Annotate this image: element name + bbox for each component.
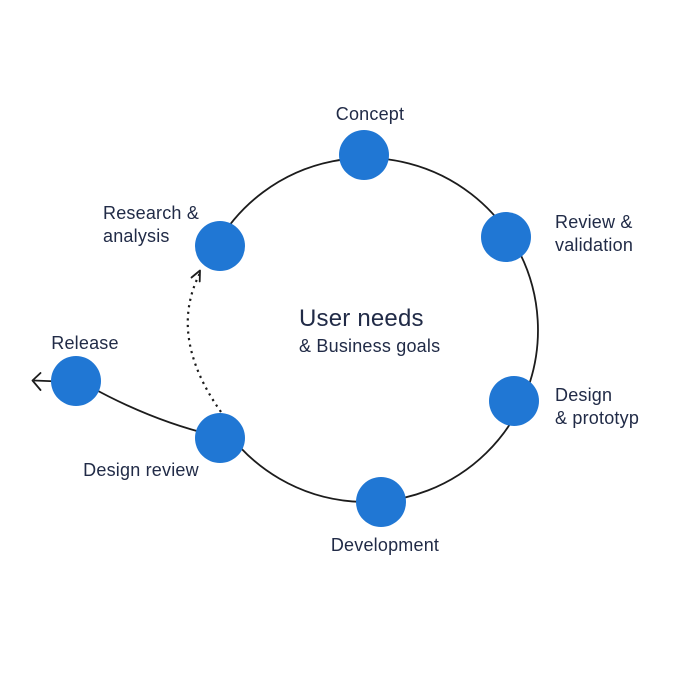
- concept-node: [339, 130, 389, 180]
- center-title: User needs: [299, 305, 424, 332]
- review-validation-label: Review & validation: [555, 212, 634, 255]
- design-prototype-label: Design & prototyp: [555, 385, 640, 428]
- research-analysis-label: Research & analysis: [103, 203, 200, 246]
- center-subtitle: & Business goals: [299, 336, 441, 356]
- review-validation-node: [481, 212, 531, 262]
- feedback-dotted-curve: [186, 273, 222, 413]
- design-review-node: [195, 413, 245, 463]
- research-analysis-node: [195, 221, 245, 271]
- feedback-arrowhead-icon: [190, 269, 201, 283]
- development-label: Development: [330, 535, 440, 555]
- release-label: Release: [51, 333, 119, 353]
- design-review-label: Design review: [83, 460, 199, 480]
- development-node: [356, 477, 406, 527]
- cycle-arc: [216, 157, 539, 503]
- release-arrowhead-icon: [31, 372, 42, 391]
- release-node: [51, 356, 101, 406]
- design-prototype-node: [489, 376, 539, 426]
- concept-label: Concept: [335, 104, 405, 124]
- release-curve: [87, 384, 213, 436]
